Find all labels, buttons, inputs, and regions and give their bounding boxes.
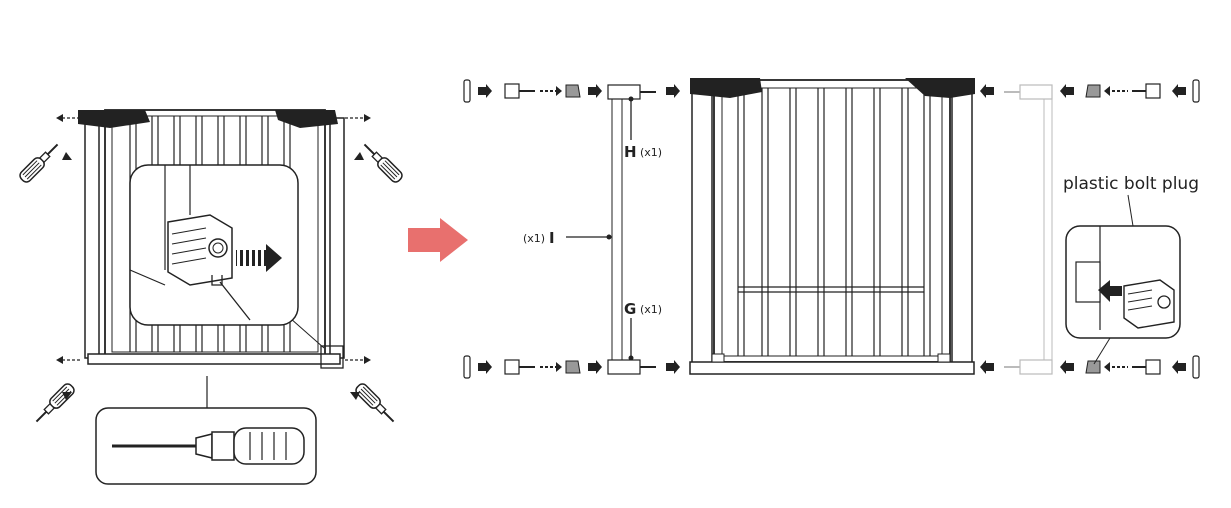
label-h: H <box>624 143 637 161</box>
hardware-row-bottom-left <box>463 355 680 379</box>
plug-label: plastic bolt plug <box>1063 174 1199 194</box>
label-i-qty: (x1) <box>523 232 545 245</box>
screwdriver-icon <box>112 427 305 465</box>
screwdriver-icon <box>31 380 78 427</box>
hardware-row-bottom-right <box>980 355 1200 379</box>
plug-removal-detail <box>129 164 299 326</box>
screwdriver-icon <box>359 139 406 186</box>
right-assembly-figure: H (x1) (x1) I G (x1) <box>463 78 1200 379</box>
next-step-arrow-icon <box>408 218 468 262</box>
hardware-row-top-right <box>980 79 1200 103</box>
left-gate-figure <box>16 109 406 485</box>
label-g-qty: (x1) <box>640 303 662 316</box>
screwdriver-icon <box>352 380 399 427</box>
screwdriver-tool-box <box>95 407 317 485</box>
plug-insert-detail <box>1065 225 1181 339</box>
hardware-row-top-left <box>463 79 680 103</box>
screwdriver-icon <box>16 139 63 186</box>
label-g: G <box>624 300 636 318</box>
label-h-qty: (x1) <box>640 146 662 159</box>
label-i: I <box>549 229 555 247</box>
